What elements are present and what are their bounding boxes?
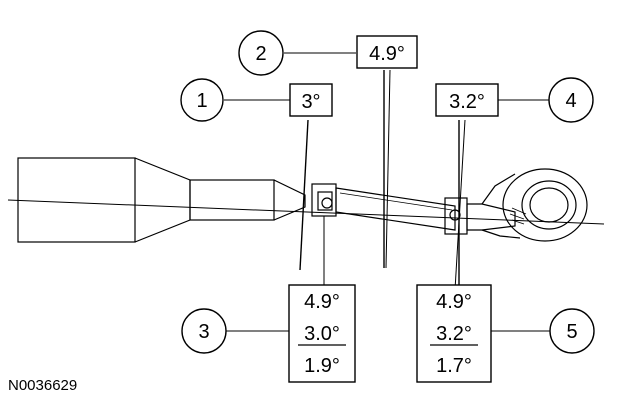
driveshaft-tube bbox=[335, 187, 456, 231]
angle-box-frame bbox=[288, 284, 356, 383]
angle-box-callout-5: 4.9° 3.2° 1.7° bbox=[416, 284, 492, 383]
axle-housing-lower bbox=[481, 229, 521, 239]
total-angle-value: 4.9° bbox=[304, 291, 340, 313]
extension-housing bbox=[189, 179, 275, 221]
rear-ujoint-center bbox=[449, 209, 461, 221]
figure-id: N0036629 bbox=[8, 377, 77, 394]
callout-5: 5 bbox=[549, 308, 595, 354]
axle-housing-upper bbox=[481, 173, 516, 205]
subtracted-angle-value: 3.0° bbox=[304, 323, 340, 345]
angle-box-callout-4: 3.2° bbox=[435, 83, 499, 117]
front-ujoint-center bbox=[321, 197, 333, 209]
angle-box-frame bbox=[435, 83, 499, 117]
callout-1: 1 bbox=[180, 78, 224, 122]
angle-box-frame bbox=[416, 284, 492, 383]
driveline-drawing bbox=[7, 157, 605, 243]
callout-3: 3 bbox=[181, 308, 227, 354]
front-ujoint-angle-line bbox=[299, 119, 309, 271]
differential-housing-outer bbox=[502, 168, 588, 242]
callout-number: 4 bbox=[565, 90, 576, 112]
result-angle-value: 1.7° bbox=[436, 355, 472, 377]
callout-number: 1 bbox=[196, 90, 207, 112]
callout-circle bbox=[238, 30, 284, 76]
angle-box-callout-3: 4.9° 3.0° 1.9° bbox=[288, 284, 356, 383]
angle-reference-lines bbox=[299, 69, 466, 291]
angle-value: 4.9° bbox=[369, 43, 405, 65]
driveshaft-highlight bbox=[339, 192, 453, 211]
leader-lines bbox=[224, 52, 550, 332]
angle-value: 3.2° bbox=[449, 91, 485, 113]
angle-value: 3° bbox=[301, 91, 320, 113]
callout-4: 4 bbox=[548, 77, 594, 123]
transmission-housing bbox=[17, 157, 136, 243]
angle-box-frame bbox=[356, 35, 418, 69]
subtracted-angle-value: 3.2° bbox=[436, 323, 472, 345]
angle-box-callout-1: 3° bbox=[289, 83, 333, 117]
differential-housing-inner bbox=[521, 180, 577, 230]
ring-gear bbox=[529, 187, 569, 223]
callout-circle bbox=[549, 308, 595, 354]
callout-circle bbox=[181, 308, 227, 354]
gear-tooth bbox=[511, 219, 525, 225]
gear-tooth bbox=[511, 207, 527, 215]
total-angle-value: 4.9° bbox=[436, 291, 472, 313]
result-angle-value: 1.9° bbox=[304, 355, 340, 377]
callout-circle bbox=[180, 78, 224, 122]
angle-box-callout-2: 4.9° bbox=[356, 35, 418, 69]
callout-number: 3 bbox=[198, 321, 209, 343]
callout-2: 2 bbox=[238, 30, 284, 76]
output-taper bbox=[273, 179, 306, 221]
rear-ujoint-angle-line-b bbox=[454, 119, 466, 291]
callout-number: 5 bbox=[566, 321, 577, 343]
centerline bbox=[7, 199, 605, 225]
driveshaft-angle-line bbox=[385, 69, 391, 269]
callout-circle bbox=[548, 77, 594, 123]
angle-box-frame bbox=[289, 83, 333, 117]
callout-number: 2 bbox=[255, 43, 266, 65]
gear-tooth bbox=[509, 213, 525, 220]
